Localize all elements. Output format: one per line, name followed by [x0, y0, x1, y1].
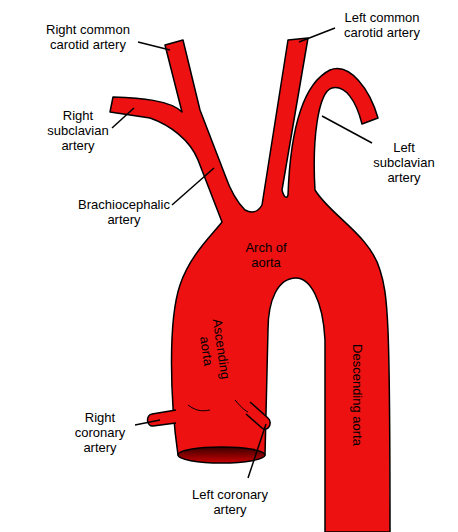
leader-line [322, 116, 372, 143]
leader-line [248, 424, 266, 478]
leader-line [299, 28, 335, 42]
sinus-line [235, 400, 248, 412]
anatomy-label: Left subclavian artery [364, 140, 444, 185]
left-coronary-vessel [246, 402, 270, 429]
anatomy-label: Right subclavian artery [40, 108, 116, 153]
aortic-opening [178, 447, 265, 463]
sinus-line [188, 405, 210, 411]
leader-line [138, 42, 170, 50]
anatomy-label: Right coronary artery [62, 410, 138, 455]
anatomy-label: Left coronary artery [192, 487, 268, 517]
leader-line [135, 420, 160, 425]
leader-line [172, 168, 214, 205]
anatomy-label: Arch of aorta [236, 240, 296, 270]
anatomy-label: Right common carotid artery [32, 22, 144, 52]
anatomy-label: Left common carotid artery [326, 10, 438, 40]
aorta-body [110, 38, 390, 532]
anatomy-label: Descending aorta [350, 325, 365, 465]
right-coronary-vessel [147, 410, 176, 426]
leader-line [112, 108, 134, 128]
anatomy-label: Brachiocephalic artery [68, 197, 180, 227]
